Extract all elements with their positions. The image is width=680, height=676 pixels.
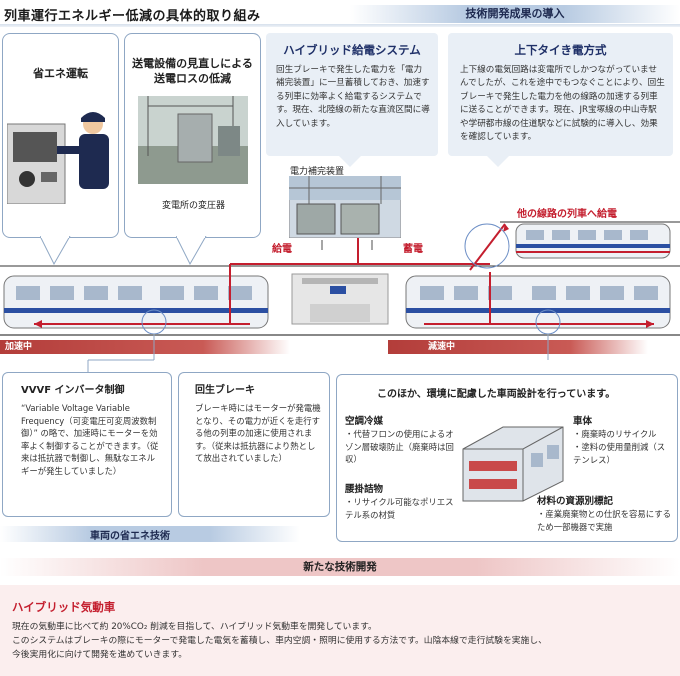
connector-lines [87, 334, 549, 372]
hybrid-dmu-panel: ハイブリッド気動車 現在の気動車に比べて約 20%CO₂ 削減を目指して、ハイブ… [0, 585, 680, 676]
vehicle-tech-label: 車両の省エネ技術 [90, 531, 170, 542]
regen-body: ブレーキ時にはモーターが発電機となり、その電力が近くを走行する他の列車の加速に使… [195, 403, 321, 464]
new-tech-band: 新たな技術開発 [0, 558, 680, 576]
hybrid-power-title: ハイブリッド給電システム [283, 43, 421, 57]
materials-body: ・産業廃棄物との仕訳を容易にするため一部機器で実施 [537, 509, 671, 532]
train-decelerating [405, 272, 671, 334]
train-diagram [0, 221, 680, 325]
feed-label: 給電 [272, 244, 292, 255]
ac-title: 空調冷媒 [345, 416, 384, 427]
environment-title: このほか、環境に配慮した車両設計を行っています。 [377, 389, 616, 400]
title-rule [0, 24, 680, 27]
car-cutaway [462, 426, 564, 502]
substation-bubble-tail [176, 236, 207, 266]
car-body-item2: ・塗料の使用量削減（ステンレス） [573, 442, 666, 465]
other-line-label: 他の線路の列車へ給電 [517, 209, 617, 220]
vvvf-body: “Variable Voltage Variable Frequency（可変電… [21, 403, 159, 476]
substation-bubble: 送電設備の見直しによる送電ロスの低減 変電所の変圧器 [124, 33, 261, 238]
vehicle-tech-band [0, 526, 300, 542]
power-unit-label: 電力補完装置 [290, 167, 345, 177]
environment-box: このほか、環境に配慮した車両設計を行っています。 空調冷媒 ・代替フロンの使用に… [336, 374, 678, 542]
driver-illustration [7, 112, 109, 204]
train-other-line [515, 223, 671, 259]
substation-caption: 変電所の変圧器 [161, 201, 225, 211]
regen-brake-box: 回生ブレーキ ブレーキ時にはモーターが発電機となり、その電力が近くを走行する他の… [178, 372, 330, 517]
tie-panel: 上下タイき電方式 上下線の電気回路は変電所でしかつながっていませんでしたが、これ… [448, 33, 673, 156]
vvvf-title: VVVF インバータ制御 [21, 385, 125, 396]
store-label: 蓄電 [403, 244, 423, 255]
regen-title: 回生ブレーキ [195, 385, 255, 396]
tech-results-banner: 技術開発成果の導入 [350, 5, 680, 23]
vvvf-box: VVVF インバータ制御 “Variable Voltage Variable … [2, 372, 172, 517]
substation-title: 送電設備の見直しによる送電ロスの低減 [132, 57, 253, 85]
hybrid-dmu-line3: 今後実用化に向けて開発を進めていきます。 [12, 650, 188, 660]
tie-panel-tail [486, 155, 510, 167]
hybrid-panel-tail [338, 155, 362, 167]
accelerating-label: 加速中 [0, 340, 290, 354]
hybrid-power-body: 回生ブレーキで発生した電力を「電力補完装置」に一旦蓄積しておき、加速する列車に効… [276, 65, 430, 129]
ac-body: ・代替フロンの使用によるオゾン層破壊防止（廃棄時は回収） [345, 429, 454, 465]
seat-body: ・リサイクル可能なポリエステル系の材質 [345, 497, 454, 520]
tie-title: 上下タイき電方式 [514, 43, 607, 57]
decelerating-label: 減速中 [388, 340, 648, 354]
page-title: 列車運行エネルギー低減の具体的取り組み [4, 9, 261, 24]
eco-bubble-tail [40, 236, 71, 266]
hybrid-dmu-line1: 現在の気動車に比べて約 20%CO₂ 削減を目指して、ハイブリッド気動車を開発し… [12, 622, 377, 632]
eco-driving-title: 省エネ運転 [33, 67, 88, 80]
materials-title: 材料の資源別標記 [537, 496, 614, 507]
train-accelerating [3, 272, 269, 334]
seat-title: 腰掛詰物 [345, 484, 384, 495]
hybrid-dmu-line2: このシステムはブレーキの際にモーターで発電した電気を蓄積し、車内空調・照明に使用… [12, 636, 547, 646]
hybrid-dmu-title: ハイブリッド気動車 [12, 600, 116, 614]
car-body-item1: ・廃棄時のリサイクル [573, 429, 657, 439]
hybrid-power-panel: ハイブリッド給電システム 回生ブレーキで発生した電力を「電力補完装置」に一旦蓄積… [266, 33, 438, 156]
rail-line [0, 334, 680, 336]
car-body-title: 車体 [573, 416, 593, 427]
tie-body: 上下線の電気回路は変電所でしかつながっていませんでしたが、これを途中でもつなぐこ… [460, 65, 665, 143]
eco-driving-bubble: 省エネ運転 [2, 33, 119, 238]
power-unit-photo [289, 176, 401, 238]
transformer-photo [138, 96, 248, 184]
